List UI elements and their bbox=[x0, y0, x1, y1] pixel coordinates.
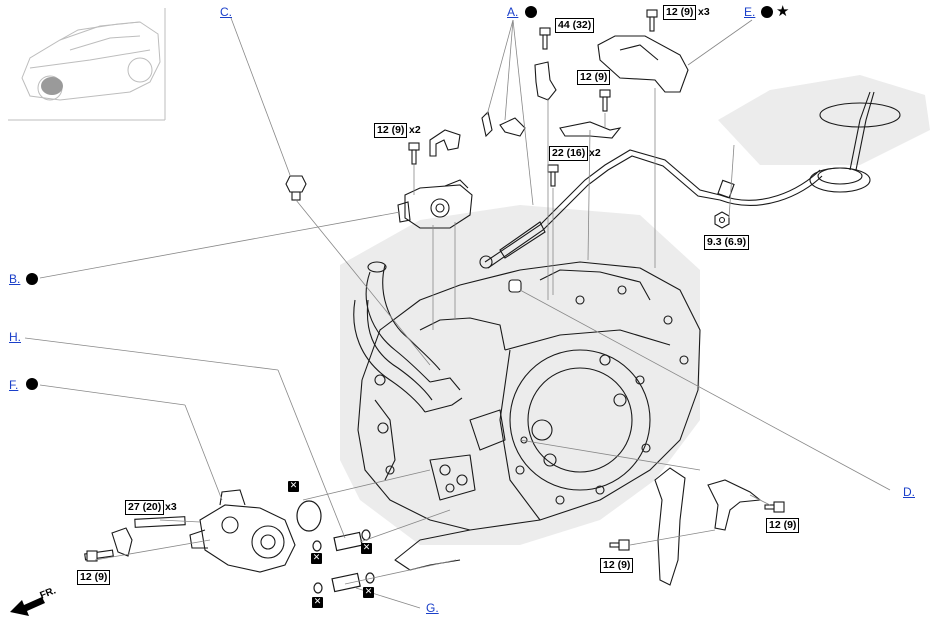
dot-icon bbox=[525, 6, 537, 18]
torque-12-9-lower-left: 12 (9) bbox=[77, 570, 111, 585]
torque-22-16: 22 (16) bbox=[549, 146, 589, 161]
right-brackets bbox=[86, 467, 785, 586]
location-thumbnail bbox=[8, 8, 166, 121]
location-highlight bbox=[41, 77, 63, 95]
star-icon: ★ bbox=[776, 2, 790, 20]
bolt-12-mid bbox=[599, 89, 611, 112]
bolt-12-left bbox=[408, 142, 420, 165]
dot-icon bbox=[26, 273, 38, 285]
dot-icon bbox=[26, 378, 38, 390]
torque-44-32: 44 (32) bbox=[555, 18, 595, 33]
callout-b-link[interactable]: B. bbox=[9, 272, 21, 286]
torque-9-3: 9.3 (6.9) bbox=[704, 235, 750, 250]
non-reusable-icon: ✕ bbox=[363, 587, 374, 598]
bolt-22 bbox=[547, 164, 559, 187]
park-neutral-switch bbox=[397, 179, 473, 229]
front-arrow-icon bbox=[10, 597, 45, 616]
nut-9-3 bbox=[714, 211, 730, 229]
stud-d bbox=[508, 279, 522, 293]
torque-12-9-top: 12 (9) bbox=[663, 5, 697, 20]
bolt-44 bbox=[539, 27, 551, 50]
bolt-12-ll bbox=[86, 550, 98, 562]
upper-brackets bbox=[429, 35, 689, 157]
background-shading bbox=[340, 75, 930, 545]
pump-assembly bbox=[84, 489, 296, 573]
seals-and-pipes bbox=[296, 500, 375, 594]
transaxle-body bbox=[357, 261, 701, 571]
quantity-x3-left: x3 bbox=[165, 501, 177, 513]
callout-h-link[interactable]: H. bbox=[9, 330, 21, 344]
torque-27-20: 27 (20) bbox=[125, 500, 165, 515]
bolt-12-lm bbox=[609, 539, 630, 551]
non-reusable-icon: ✕ bbox=[312, 597, 323, 608]
callout-a-link[interactable]: A. bbox=[507, 5, 519, 19]
quantity-x2-mid: x2 bbox=[589, 147, 601, 159]
torque-12-9-upper-mid: 12 (9) bbox=[577, 70, 611, 85]
callout-f-link[interactable]: F. bbox=[9, 378, 19, 392]
torque-12-9-lower-mid: 12 (9) bbox=[600, 558, 634, 573]
non-reusable-icon: ✕ bbox=[311, 553, 322, 564]
quantity-x2-upper-left: x2 bbox=[409, 124, 421, 136]
torque-12-9-lower-right: 12 (9) bbox=[766, 518, 800, 533]
shift-cable bbox=[479, 91, 901, 269]
torque-12-9-upper-left: 12 (9) bbox=[374, 123, 408, 138]
callout-e-link[interactable]: E. bbox=[744, 5, 756, 19]
quantity-x3-top: x3 bbox=[698, 6, 710, 18]
non-reusable-icon: ✕ bbox=[361, 543, 372, 554]
plug-c bbox=[285, 175, 307, 201]
dot-icon bbox=[761, 6, 773, 18]
leader-lines bbox=[24, 17, 891, 609]
bolt-12-top bbox=[646, 9, 658, 32]
non-reusable-icon: ✕ bbox=[288, 481, 299, 492]
callout-d-link[interactable]: D. bbox=[903, 485, 915, 499]
callout-g-link[interactable]: G. bbox=[426, 601, 439, 615]
callout-c-link[interactable]: C. bbox=[220, 5, 232, 19]
